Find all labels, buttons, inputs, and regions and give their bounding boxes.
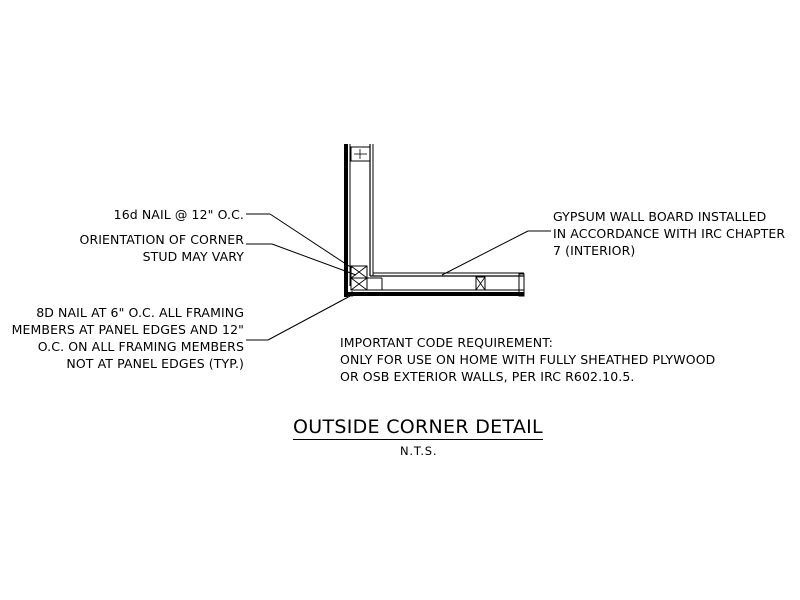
- callout-16d-nail: 16d NAIL @ 12" O.C.: [60, 206, 244, 223]
- callout-8d-nail: 8D NAIL AT 6" O.C. ALL FRAMING MEMBERS A…: [4, 304, 244, 372]
- horizontal-wall: [346, 272, 525, 297]
- callout-8d-nail-line-4: NOT AT PANEL EDGES (TYP.): [66, 356, 244, 371]
- code-note-heading: IMPORTANT CODE REQUIREMENT:: [340, 335, 553, 350]
- callout-corner-stud: ORIENTATION OF CORNER STUD MAY VARY: [40, 231, 244, 265]
- leader-lines: [246, 213, 551, 341]
- callout-8d-nail-line-2: MEMBERS AT PANEL EDGES AND 12": [11, 322, 244, 337]
- vertical-wall: [344, 144, 374, 297]
- callout-8d-nail-line-3: O.C. ON ALL FRAMING MEMBERS: [37, 339, 244, 354]
- corner-stud-b: [350, 277, 368, 291]
- scale-note: N.T.S.: [400, 444, 438, 458]
- callout-corner-stud-line-1: ORIENTATION OF CORNER: [79, 232, 244, 247]
- corner-studs: [349, 265, 383, 297]
- code-note-line-2: OR OSB EXTERIOR WALLS, PER IRC R602.10.5…: [340, 369, 635, 384]
- callout-gypsum-line-1: GYPSUM WALL BOARD INSTALLED: [553, 209, 767, 224]
- callout-corner-stud-line-2: STUD MAY VARY: [142, 249, 244, 264]
- callout-8d-nail-line-1: 8D NAIL AT 6" O.C. ALL FRAMING: [36, 305, 244, 320]
- code-note: IMPORTANT CODE REQUIREMENT: ONLY FOR USE…: [340, 334, 715, 385]
- callout-gypsum-line-2: IN ACCORDANCE WITH IRC CHAPTER: [553, 226, 786, 241]
- callout-16d-nail-line-1: 16d NAIL @ 12" O.C.: [113, 207, 244, 222]
- right-cap: [518, 273, 525, 297]
- end-stud: [475, 276, 486, 291]
- callout-gypsum: GYPSUM WALL BOARD INSTALLED IN ACCORDANC…: [553, 208, 785, 259]
- code-note-line-1: ONLY FOR USE ON HOME WITH FULLY SHEATHED…: [340, 352, 716, 367]
- callout-gypsum-line-3: 7 (INTERIOR): [553, 243, 636, 258]
- detail-title: OUTSIDE CORNER DETAIL: [293, 416, 543, 440]
- top-plate-stud: [350, 146, 371, 162]
